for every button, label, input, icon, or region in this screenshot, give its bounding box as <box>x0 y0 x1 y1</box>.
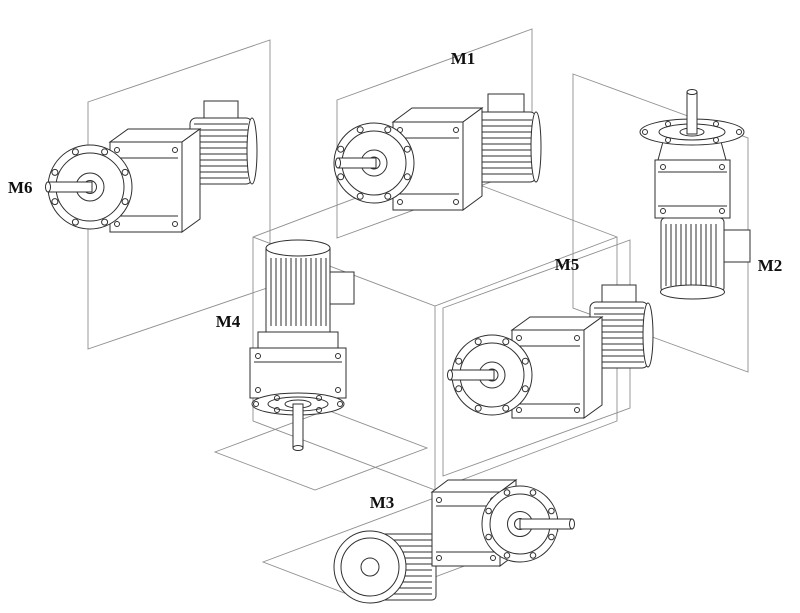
plane-m5 <box>442 239 631 477</box>
label-m4: M4 <box>216 312 241 331</box>
m5-fan-cover <box>642 302 654 368</box>
m6-shaft <box>47 181 93 193</box>
label-m5: M5 <box>555 255 580 274</box>
m2-terminal-box <box>723 229 751 263</box>
m6-terminal-box <box>203 100 239 119</box>
position-labels: M1 M2 M3 M4 M5 M6 <box>8 49 782 512</box>
m6-fan-cover <box>246 117 258 185</box>
m2-fan-cover <box>660 284 725 300</box>
gearmotor-m1 <box>333 93 542 211</box>
m1-shaft <box>337 157 377 169</box>
m5-shaft <box>449 369 495 381</box>
label-m6: M6 <box>8 178 33 197</box>
m4-motor-fins <box>270 258 327 326</box>
m2-gear-housing <box>654 159 731 219</box>
gearmotor-m6 <box>45 100 258 233</box>
m4-motor-cap <box>265 239 331 257</box>
m1-fan-cover <box>530 111 542 183</box>
gearmotor-m5 <box>447 284 654 419</box>
plane-m3 <box>261 490 560 603</box>
m2-motor-body <box>660 217 725 293</box>
plane-m4 <box>213 409 429 491</box>
gearmotor-m4 <box>249 239 355 451</box>
m5-terminal-box <box>601 284 637 303</box>
m3-shaft <box>519 518 573 530</box>
m6-motor-fins <box>194 123 248 179</box>
m2-motor-fins <box>665 224 717 286</box>
m2-shaft <box>686 91 698 135</box>
gearmotor-m3 <box>333 479 575 604</box>
m4-gear-housing <box>249 347 347 399</box>
m1-motor-fins <box>474 119 532 175</box>
label-m1: M1 <box>451 49 476 68</box>
m1-terminal-box <box>487 93 525 113</box>
m5-motor-fins <box>594 307 644 363</box>
label-m3: M3 <box>370 493 395 512</box>
m4-terminal-box <box>329 271 355 305</box>
label-m2: M2 <box>758 256 783 275</box>
gearmotor-m2 <box>639 89 751 300</box>
m3-fan-cover <box>333 530 407 604</box>
m4-shaft <box>292 403 304 449</box>
